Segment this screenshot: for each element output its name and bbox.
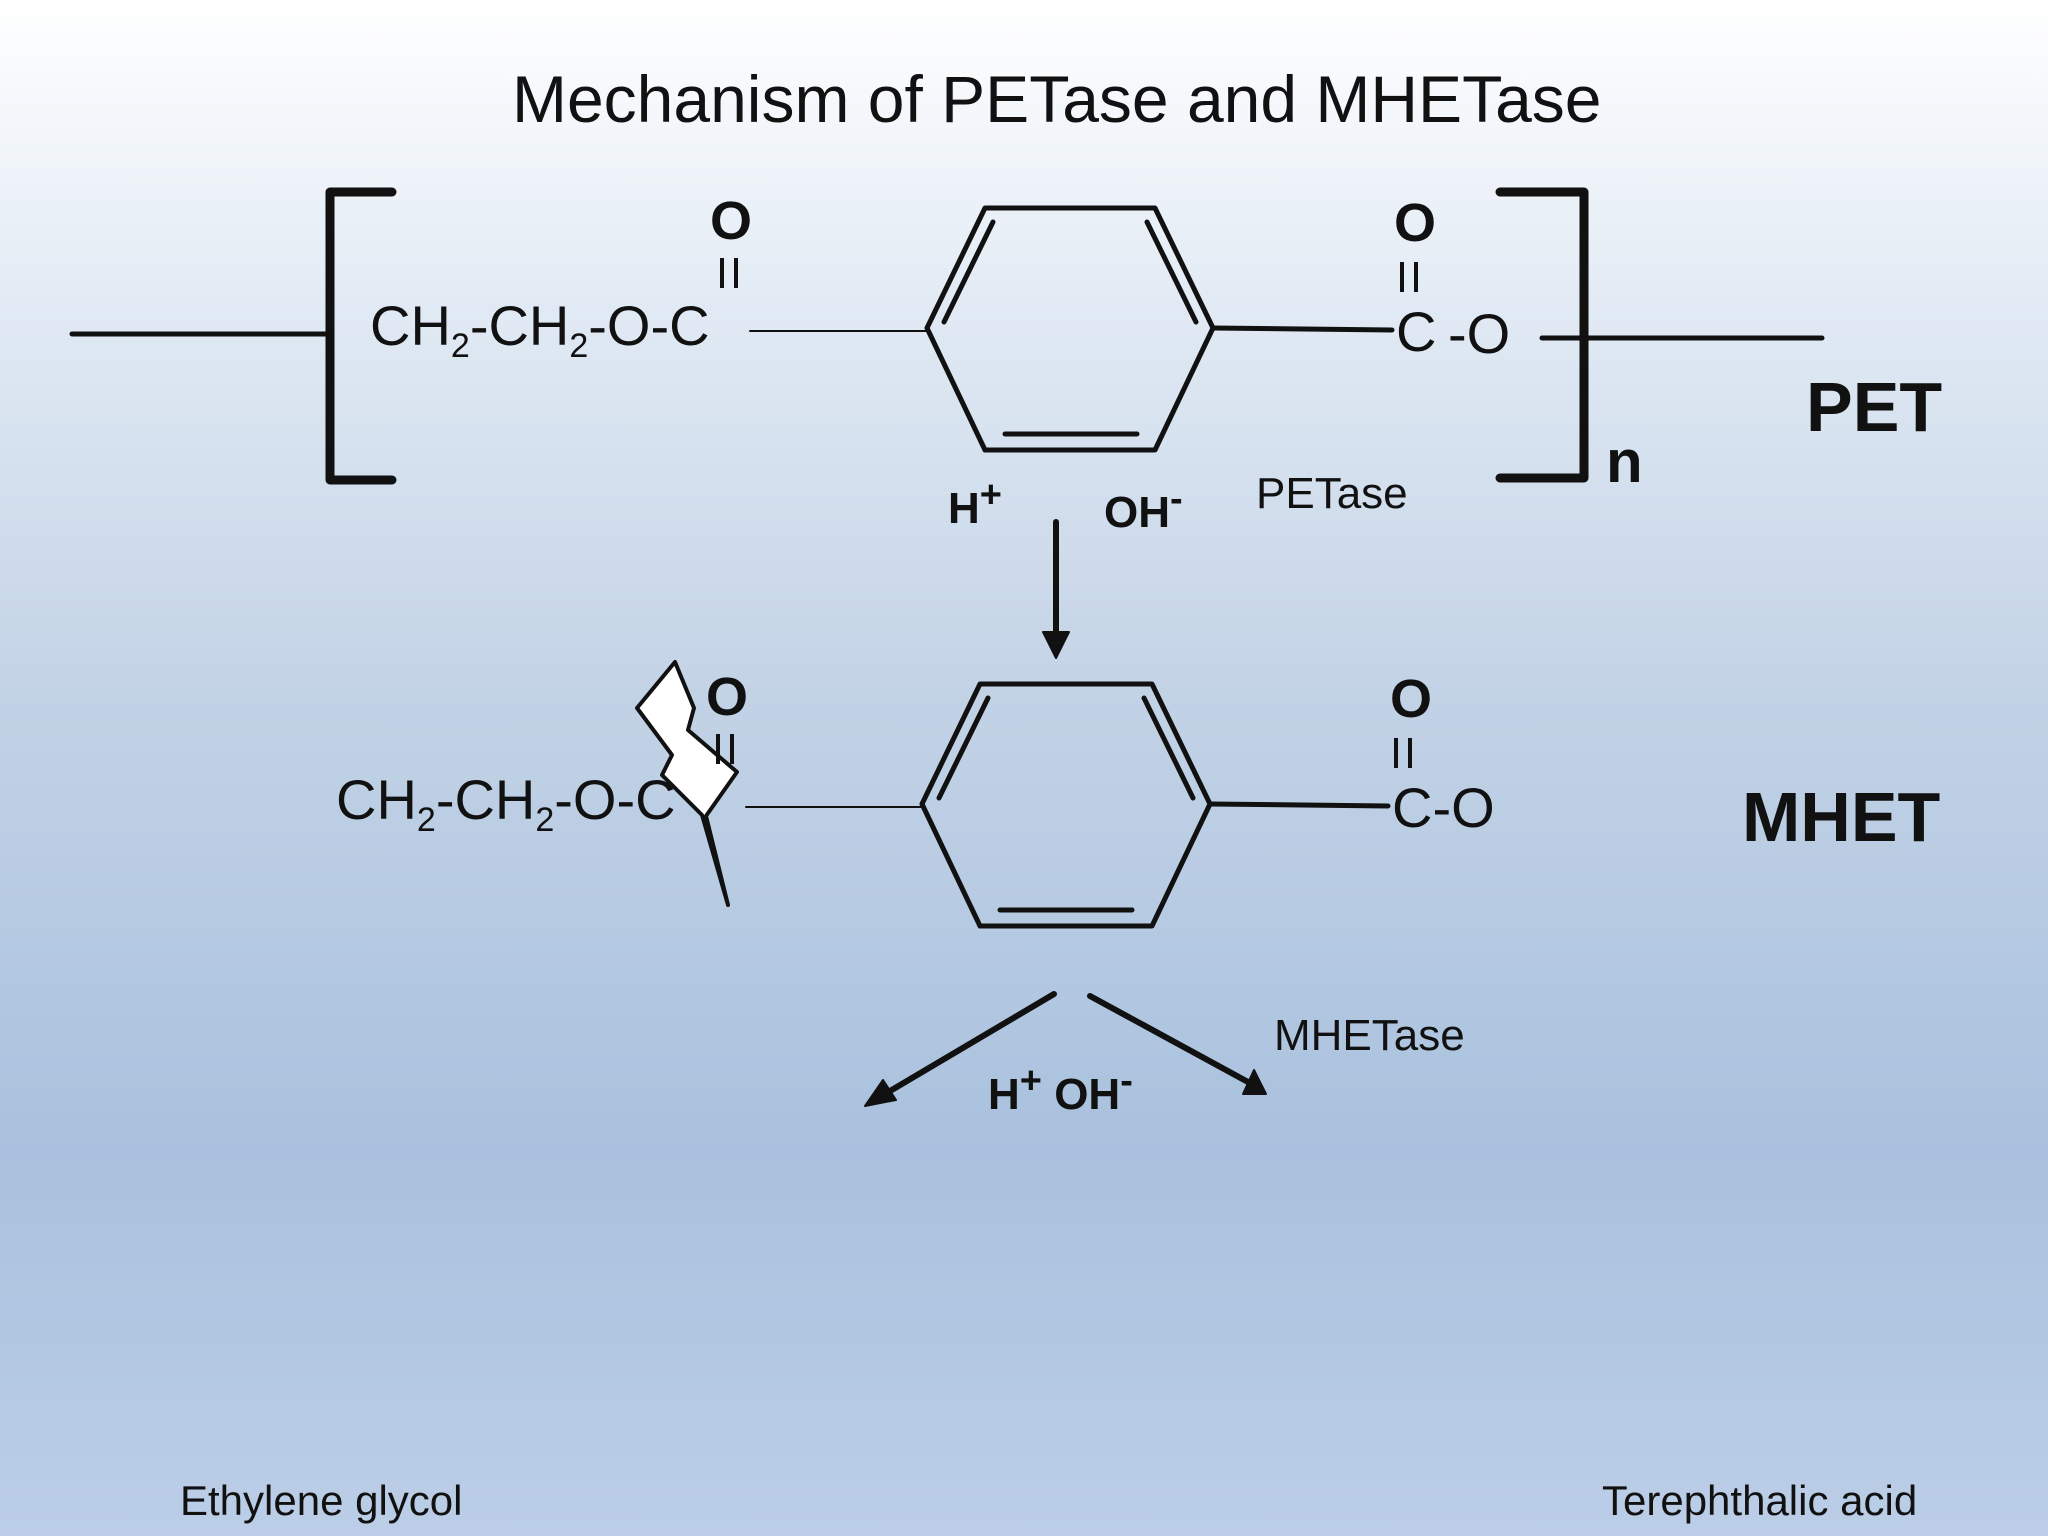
pet-repeat-subscript: n (1606, 428, 1643, 495)
pet-carbonyl-double-bond-left (720, 258, 738, 288)
mhetase-enzyme-label: MHETase (1274, 1011, 1465, 1060)
product-right-label: Terephthalic acid (1602, 1477, 1918, 1524)
petase-enzyme-label: PETase (1256, 469, 1408, 518)
product-arrow-left-shaft (882, 991, 1057, 1097)
mhet-chain-formula: CH2-CH2-O-C (336, 768, 676, 840)
mhet-ring-double-bond-b (1141, 695, 1196, 801)
mhet-bond-ring-carbonyl (1207, 801, 1391, 809)
product-arrow-right-head (1242, 1069, 1267, 1095)
pet-carbonyl-carbon-right: C (1396, 300, 1437, 363)
mhet-benzene-ring (919, 681, 1213, 929)
product-arrow-right-shaft (1087, 993, 1251, 1085)
product-arrow-left-head (864, 1079, 897, 1107)
mhet-carbonyl-oxygen-right: O (1390, 669, 1433, 729)
pet-ring-double-bond-a (941, 219, 996, 325)
mhet-reagents: H+ OH- (988, 1060, 1133, 1119)
hydrolysis-arrow-head (1042, 631, 1070, 659)
pet-carbonyl-oxygen-right: O (1394, 193, 1437, 253)
mhet-carbonyl-oxygen-left: O (706, 667, 749, 727)
pet-reagent-h: H+ (948, 474, 1002, 533)
mhet-carbonyl-double-bond-right (1394, 738, 1412, 768)
pet-right-bracket (1495, 187, 1589, 483)
mhet-ring-double-bond-a (936, 695, 991, 801)
mhet-carbonyl-double-bond-left (716, 734, 734, 764)
product-left-label: Ethylene glycol (180, 1477, 463, 1524)
page-title: Mechanism of PETase and MHETase (512, 62, 1602, 136)
pet-carbonyl-oxygen-left: O (710, 191, 753, 251)
mhet-label: MHET (1742, 778, 1941, 856)
pet-ester-oxygen: -O (1448, 302, 1511, 365)
pet-label: PET (1806, 368, 1943, 446)
pet-bond-ring-carbonyl (1210, 325, 1395, 333)
mhet-right-group: C-O (1392, 776, 1495, 839)
pet-carbonyl-double-bond-right (1400, 262, 1418, 292)
cleavage-lightning-icon (635, 660, 739, 907)
pet-reagent-oh: OH- (1104, 478, 1183, 537)
pet-left-bracket (325, 187, 397, 485)
pet-ring-double-bond-b (1144, 219, 1199, 325)
pet-chain-formula: CH2-CH2-O-C (370, 294, 710, 366)
pet-benzene-ring (924, 205, 1216, 453)
